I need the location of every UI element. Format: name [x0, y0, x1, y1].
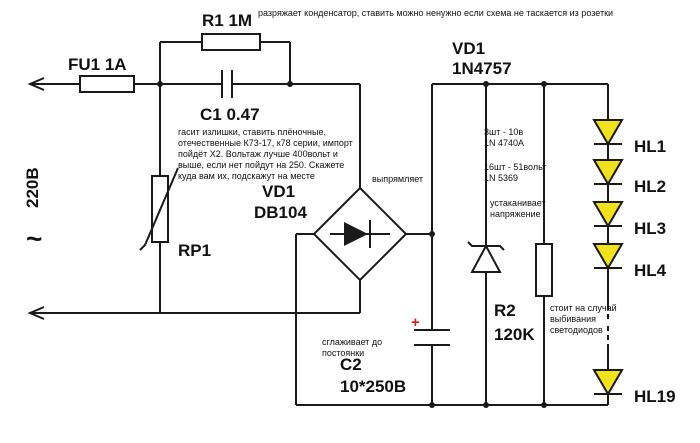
c2-name: C2: [340, 355, 362, 374]
c1-note-line: гасит излишки, ставить плёночные,: [178, 127, 326, 137]
fu1-label: FU1 1A: [68, 55, 127, 74]
zener-alt1-part: 1N 4740A: [484, 138, 525, 148]
c2-note: сглаживает до постоянки: [322, 337, 382, 359]
resistor-r1: [201, 33, 261, 51]
r1-note: разряжает конденсатор, ставить можно нен…: [258, 8, 614, 18]
plus-sign: +: [411, 314, 420, 331]
zener-note-line: напряжение: [490, 209, 541, 219]
input-terminal-top: [27, 77, 80, 91]
hl1-label: HL1: [634, 137, 666, 156]
vd1-zener-name: VD1: [452, 39, 485, 58]
hl4-label: HL4: [634, 261, 667, 280]
hl2-label: HL2: [634, 177, 666, 196]
r1-label: R1 1M: [202, 11, 252, 30]
zener-alt2: 16шт - 51вольт: [484, 162, 547, 172]
r2-name: R2: [494, 301, 516, 320]
mains-voltage-label: 220B: [23, 167, 42, 208]
resistor-r2: [535, 243, 553, 297]
fuse-fu1: [79, 75, 135, 93]
led-hl3: [592, 201, 624, 228]
rp1-label: RP1: [178, 241, 211, 260]
vd1-zener-part: 1N4757: [452, 59, 512, 78]
r2-note-line: светодиодов: [550, 325, 603, 335]
c1-note: гасит излишки, ставить плёночные, отечес…: [178, 127, 368, 182]
zener-note: устаканивает напряжение: [490, 198, 546, 220]
led-hl4: [592, 243, 624, 270]
c2-note-line: сглаживает до: [322, 337, 383, 347]
hl3-label: HL3: [634, 219, 666, 238]
bridge-rectifier-vd1: [312, 186, 408, 282]
bridge-note: выпрямляет: [372, 174, 424, 184]
zener-note-line: устаканивает: [490, 198, 546, 208]
r2-note-line: выбивания: [550, 314, 596, 324]
c1-note-line: куда вам их, подскажут на месте: [178, 171, 315, 181]
zener-alt2-part: 1N 5369: [484, 173, 519, 183]
r2-note-line: стоит на случай: [550, 303, 617, 313]
ac-tilde: ~: [26, 223, 42, 254]
capacitor-c1: [221, 70, 233, 98]
input-terminal-bottom: [27, 306, 360, 320]
led-hl1: [592, 119, 624, 146]
hl19-label: HL19: [634, 387, 676, 406]
zener-alt1: 3шт - 10в: [484, 127, 524, 137]
r2-value: 120K: [494, 325, 535, 344]
zener-diode-vd1: [467, 241, 505, 273]
c1-note-line: пойдёт Х2. Вольтаж лучше 400вольт и: [178, 149, 338, 159]
c1-note-line: выше, если нет пойдут на 250. Скажете: [178, 160, 345, 170]
c2-note-line: постоянки: [322, 348, 365, 358]
varistor-rp1: [139, 167, 179, 251]
led-hl19: [592, 369, 624, 396]
c1-note-line: отечественные К73-17, к78 серии, импорт: [178, 138, 353, 148]
r2-note: стоит на случай выбивания светодиодов: [550, 303, 617, 336]
vd1-bridge-part: DB104: [254, 203, 307, 222]
capacitor-c2: [414, 329, 450, 346]
led-hl2: [592, 159, 624, 186]
c1-label: C1 0.47: [200, 105, 260, 124]
c2-value: 10*250B: [340, 377, 406, 396]
vd1-bridge-name: VD1: [262, 182, 295, 201]
